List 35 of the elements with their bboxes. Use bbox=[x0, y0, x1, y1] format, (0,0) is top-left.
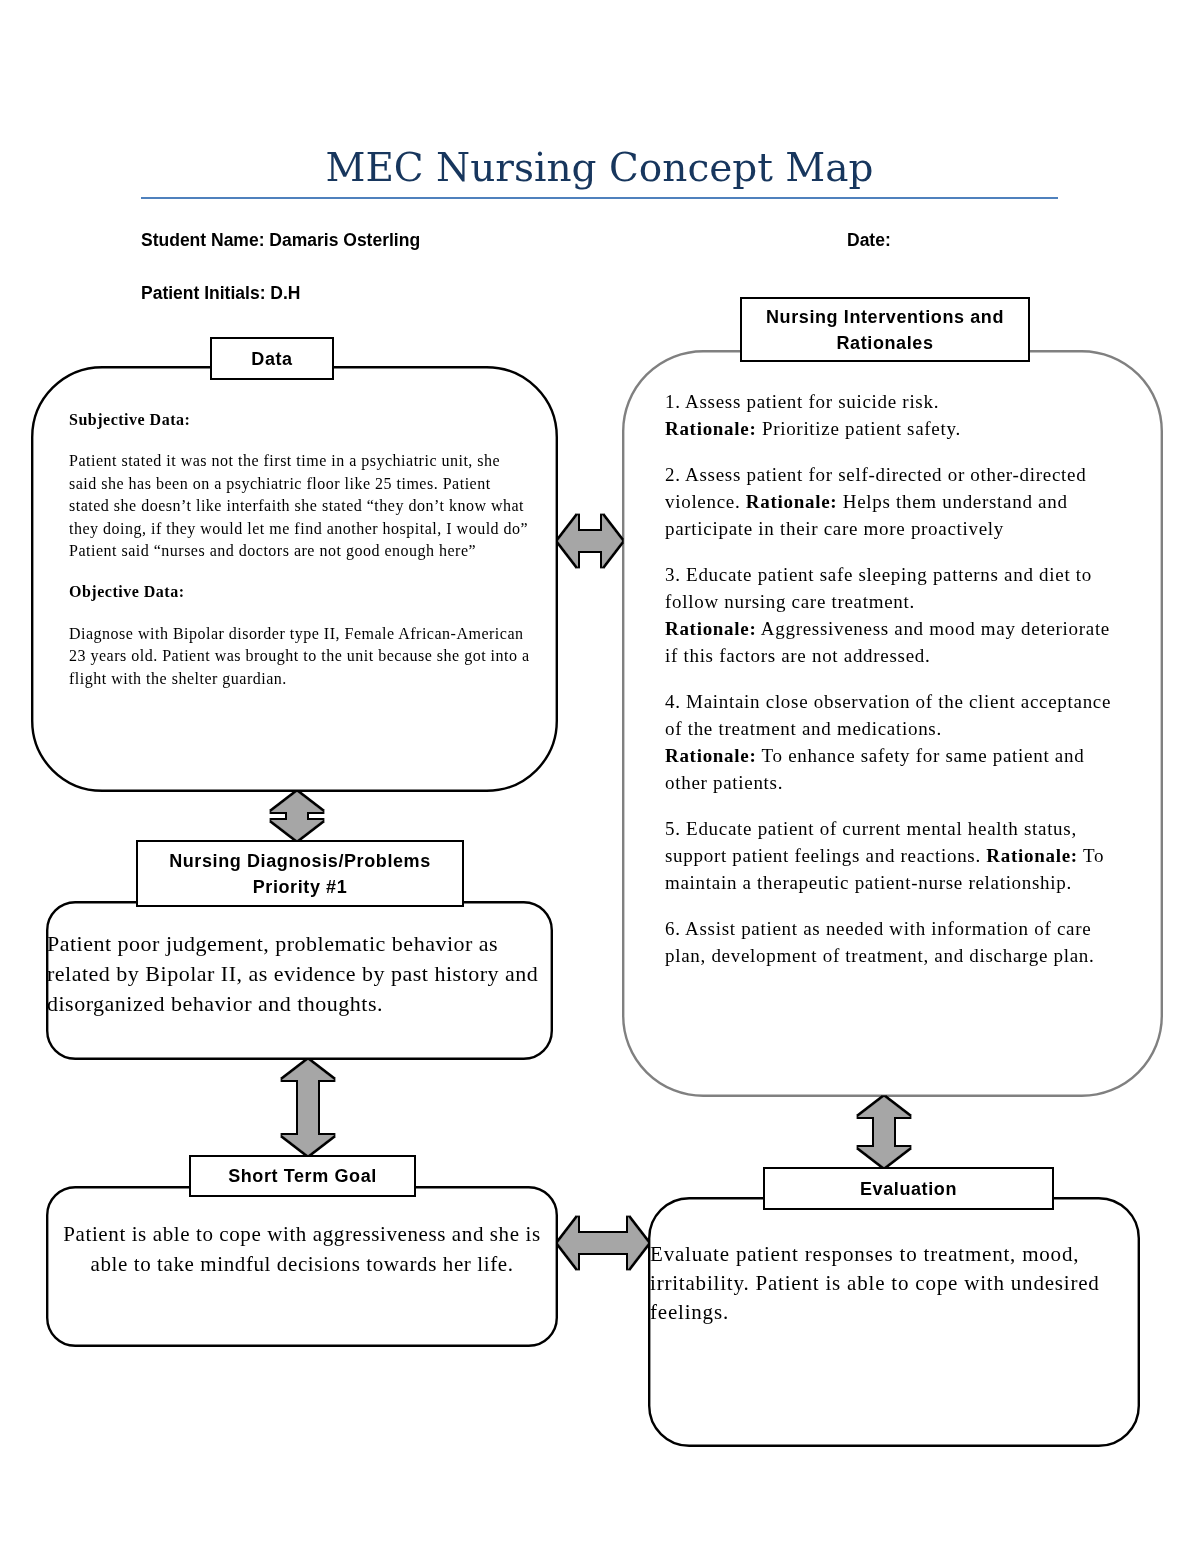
rationale-text: Rationale: Prioritize patient safety. bbox=[665, 417, 962, 441]
paragraph: Patient poor judgement, problematic behavior as related by Bipolar II, as evidence by past history and disorganized behavior and thoughts. bbox=[47, 930, 540, 1018]
concept-box bbox=[46, 1155, 558, 1347]
paragraph: Diagnose with Bipolar disorder type II, Female African-American 23 years old. Patient was brought to the unit because she got into a flight with the shelter guardian. bbox=[69, 623, 531, 690]
double-arrow bbox=[558, 515, 622, 567]
title: MEC Nursing Concept Map bbox=[324, 144, 875, 192]
list-item: 6. Assist patient as needed with information of care plan, development of treatment, and discharge plan. bbox=[665, 917, 1096, 968]
header-text: Student Name: Damaris Osterling bbox=[141, 229, 421, 251]
double-arrow bbox=[858, 1097, 910, 1167]
list-item: 2. Assess patient for self-directed or other-directed violence. Rationale: Helps them understand and participate in their care more proactively bbox=[665, 463, 1088, 541]
rationale-text: Rationale: Aggressiveness and mood may deteriorate if this factors are not addressed. bbox=[665, 617, 1111, 668]
double-arrow bbox=[271, 792, 323, 840]
section-heading: Data bbox=[210, 337, 334, 380]
section-heading: Evaluation bbox=[763, 1167, 1054, 1210]
double-arrow bbox=[282, 1060, 334, 1155]
concept-box bbox=[648, 1167, 1140, 1447]
header-text: Date: bbox=[847, 229, 891, 251]
list-item: 5. Educate patient of current mental health status, support patient feelings and reactions. Rationale: To maintain a therapeutic patient-nurse relationship. bbox=[665, 817, 1106, 895]
paragraph: Patient is able to cope with aggressiveness and she is able to take mindful decisions towards her life. bbox=[62, 1221, 542, 1278]
section-heading: Nursing Diagnosis/Problems Priority #1 bbox=[136, 840, 464, 907]
list-item: 3. Educate patient safe sleeping patterns and diet to follow nursing care treatment. bbox=[665, 563, 1093, 614]
header-text: Patient Initials: D.H bbox=[141, 282, 301, 304]
concept-box bbox=[31, 337, 558, 792]
concept-box bbox=[46, 840, 553, 1060]
double-arrow bbox=[558, 1217, 648, 1269]
list-item: 4. Maintain close observation of the client acceptance of the treatment and medications. bbox=[665, 690, 1113, 741]
subheading: Subjective Data: bbox=[69, 410, 192, 431]
paragraph: Evaluate patient responses to treatment, mood, irritability. Patient is able to cope with undesired feelings. bbox=[650, 1241, 1101, 1326]
rationale-text: Rationale: To enhance safety for same patient and other patients. bbox=[665, 744, 1086, 795]
subheading: Objective Data: bbox=[69, 582, 186, 603]
list-item: 1. Assess patient for suicide risk. bbox=[665, 390, 941, 414]
section-heading: Nursing Interventions and Rationales bbox=[740, 297, 1030, 362]
paragraph: Patient stated it was not the first time in a psychiatric unit, she said she has been on a psychiatric floor like 25 times. Patient stated she doesn’t like interfaith she stated “they don’t know what they doing, if they would let me find another hospital, I would do” Patient said “nurses and doctors are not good enough here” bbox=[69, 451, 530, 562]
concept-box bbox=[622, 297, 1163, 1097]
section-heading: Short Term Goal bbox=[189, 1155, 416, 1197]
